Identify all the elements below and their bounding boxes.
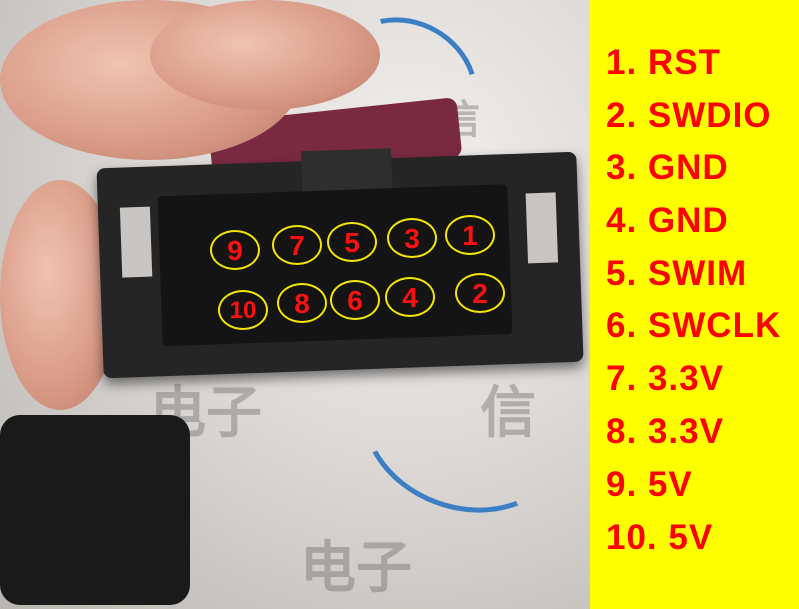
pinout-legend: 1. RST 2. SWDIO 3. GND 4. GND 5. SWIM 6.… [590, 0, 799, 609]
pin-marker: 5 [327, 222, 377, 262]
pin-marker: 10 [218, 290, 268, 330]
legend-item: 7. 3.3V [606, 359, 724, 398]
legend-item: 9. 5V [606, 465, 693, 504]
legend-item: 2. SWDIO [606, 96, 772, 135]
idc-connector [96, 148, 584, 379]
legend-item: 4. GND [606, 201, 729, 240]
pin-marker: 9 [210, 230, 260, 270]
dark-object [0, 415, 190, 605]
pin-marker: 2 [455, 273, 505, 313]
pin-marker: 3 [387, 218, 437, 258]
pin-marker: 7 [272, 225, 322, 265]
finger [150, 0, 380, 110]
pin-marker: 8 [277, 283, 327, 323]
connector-socket [157, 184, 513, 347]
connector-photo: 电子 信 电子 信 1 2 3 4 5 6 7 8 9 10 [0, 0, 590, 609]
legend-item: 10. 5V [606, 518, 714, 557]
connector-slot [119, 206, 153, 278]
watermark-text: 信 [480, 381, 536, 444]
pin-marker: 1 [445, 215, 495, 255]
legend-item: 3. GND [606, 148, 729, 187]
legend-item: 5. SWIM [606, 254, 748, 293]
legend-item: 8. 3.3V [606, 412, 724, 451]
legend-item: 1. RST [606, 43, 721, 82]
connector-slot [525, 192, 559, 264]
legend-item: 6. SWCLK [606, 306, 782, 345]
watermark-text: 电子 [300, 536, 412, 599]
pin-marker: 4 [385, 277, 435, 317]
pin-marker: 6 [330, 280, 380, 320]
